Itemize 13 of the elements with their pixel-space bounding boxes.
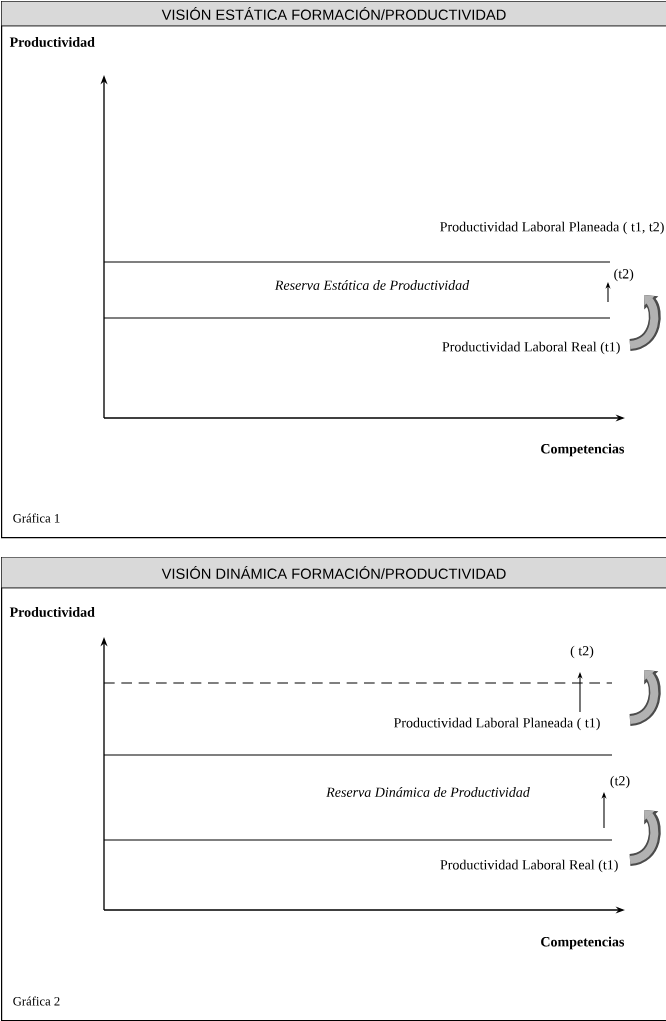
line-label: Productividad Laboral Real (t1) — [440, 859, 618, 873]
line-label: Productividad Laboral Planeada ( t1, t2) — [440, 221, 664, 235]
region-label: Reserva Dinámica de Productividad — [326, 787, 530, 797]
time-label: ( t2) — [570, 645, 594, 659]
axis-title: Productividad — [9, 607, 95, 617]
time-label: (t2) — [610, 775, 630, 789]
axis-title: Competencias — [541, 936, 625, 950]
line-label: Productividad Laboral Real (t1) — [442, 341, 620, 355]
time-label: (t2) — [614, 268, 634, 282]
axis-title: Competencias — [541, 443, 625, 457]
axis-title: Productividad — [9, 37, 95, 47]
line-label: Productividad Laboral Planeada ( t1) — [393, 717, 600, 731]
region-label: Reserva Estática de Productividad — [274, 280, 470, 290]
